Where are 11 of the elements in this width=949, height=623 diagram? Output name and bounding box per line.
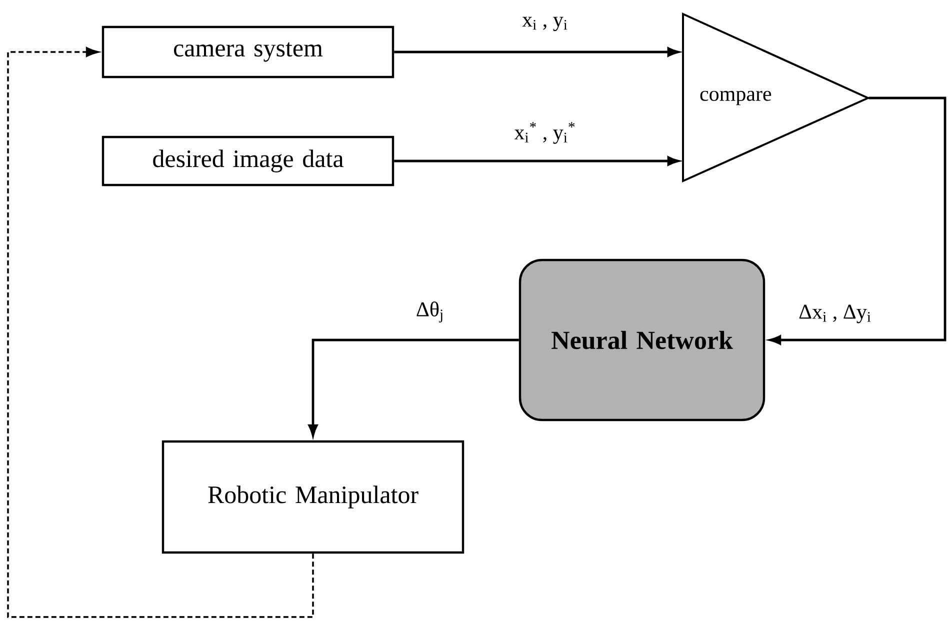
arrow <box>7 47 314 618</box>
arrow <box>394 156 680 166</box>
process-box: camera system <box>102 26 394 78</box>
edge-label: x$_{i}$ , y$_{i}$ <box>521 16 569 32</box>
edge-label: Δx$_{i}$ , Δy$_{i}$ <box>798 304 872 324</box>
process-box: desired image data <box>102 136 394 186</box>
arrow <box>394 47 680 57</box>
edge-label: x$_{i}$$^{*}$ , y$_{i}$* <box>513 121 577 145</box>
network-box: Neural Network <box>518 258 766 422</box>
edge-label: Δθ$_{j}$ <box>414 300 446 324</box>
process-box: Robotic Manipulator <box>162 440 464 554</box>
